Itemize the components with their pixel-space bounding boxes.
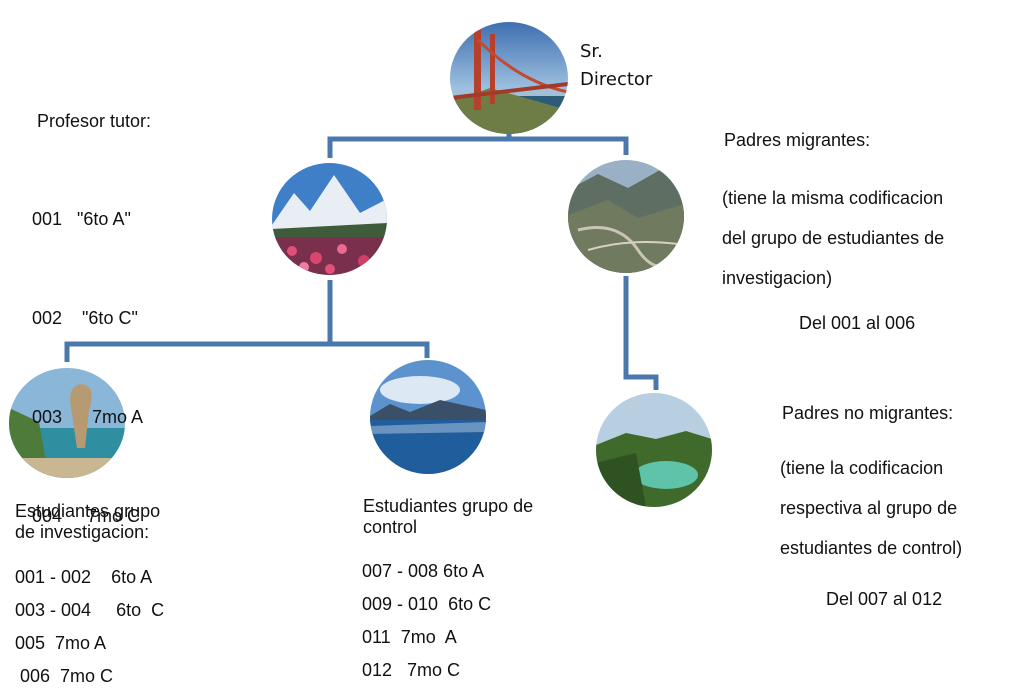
padres-migrantes-heading: Padres migrantes: bbox=[724, 130, 871, 150]
list-item: 004 7mo C bbox=[32, 506, 141, 526]
list-item: 005 7mo A bbox=[15, 633, 107, 653]
list-item: 006 7mo C bbox=[15, 666, 114, 686]
grupo-investigacion-list: 001 - 002 6to A 003 - 004 6to C 005 7mo … bbox=[15, 561, 164, 693]
grupo-investigacion-heading: Estudiantes grupo de investigacion: bbox=[15, 501, 160, 543]
list-item: 003 7mo A bbox=[32, 407, 144, 427]
director-label: Sr. Director bbox=[580, 38, 652, 94]
connector-director-to-padres-migrantes bbox=[509, 136, 629, 155]
heading-line: control bbox=[363, 517, 418, 537]
grupo-control-heading: Estudiantes grupo de control bbox=[363, 496, 533, 538]
profesor-tutor-heading: Profesor tutor: bbox=[37, 111, 152, 131]
padres-no-migrantes-range: Del 007 al 012 bbox=[826, 589, 943, 609]
connector-director-to-level2 bbox=[327, 125, 512, 158]
list-item: 001 - 002 6to A bbox=[15, 567, 153, 587]
list-item: 012 7mo C bbox=[362, 660, 461, 680]
heading-line: de investigacion: bbox=[15, 522, 150, 542]
profesor-tutor-block: Profesor tutor: bbox=[37, 107, 151, 136]
padres-migrantes-description: (tiene la misma codificacion del grupo d… bbox=[722, 178, 944, 298]
grupo-investigacion-photo bbox=[9, 368, 125, 478]
description-line: respectiva al grupo de bbox=[780, 498, 958, 518]
profesor-tutor-list: 001 "6to A" 002 "6to C" 003 7mo A 004 7m… bbox=[32, 137, 143, 566]
padres-migrantes-photo bbox=[568, 160, 684, 273]
connector-tutor-to-students bbox=[64, 280, 333, 362]
padres-no-migrantes-photo bbox=[596, 393, 712, 507]
description-line: del grupo de estudiantes de bbox=[722, 228, 945, 248]
connector-migrantes-to-no-migrantes bbox=[623, 276, 659, 390]
director-title-line1: Sr. bbox=[580, 41, 603, 62]
director-title-line2: Director bbox=[580, 69, 653, 90]
padres-no-migrantes-heading: Padres no migrantes: bbox=[782, 403, 954, 423]
description-line: (tiene la codificacion bbox=[780, 458, 944, 478]
list-item: 011 7mo A bbox=[362, 627, 457, 647]
description-line: estudiantes de control) bbox=[780, 538, 963, 558]
grupo-control-list: 007 - 008 6to A 009 - 010 6to C 011 7mo … bbox=[362, 555, 491, 687]
list-item: 001 "6to A" bbox=[32, 209, 131, 229]
list-item: 003 - 004 6to C bbox=[15, 600, 165, 620]
grupo-control-photo bbox=[370, 360, 486, 474]
heading-line: Estudiantes grupo de bbox=[363, 496, 534, 516]
description-line: (tiene la misma codificacion bbox=[722, 188, 944, 208]
heading-line: Estudiantes grupo bbox=[15, 501, 161, 521]
profesor-tutor-photo bbox=[272, 163, 387, 275]
connector-tutor-to-control bbox=[330, 341, 430, 358]
list-item: 007 - 008 6to A bbox=[362, 561, 485, 581]
padres-migrantes-range: Del 001 al 006 bbox=[799, 313, 916, 333]
description-line: investigacion) bbox=[722, 268, 833, 288]
list-item: 002 "6to C" bbox=[32, 308, 138, 328]
director-photo bbox=[450, 22, 568, 134]
padres-no-migrantes-description: (tiene la codificacion respectiva al gru… bbox=[780, 448, 962, 568]
list-item: 009 - 010 6to C bbox=[362, 594, 492, 614]
